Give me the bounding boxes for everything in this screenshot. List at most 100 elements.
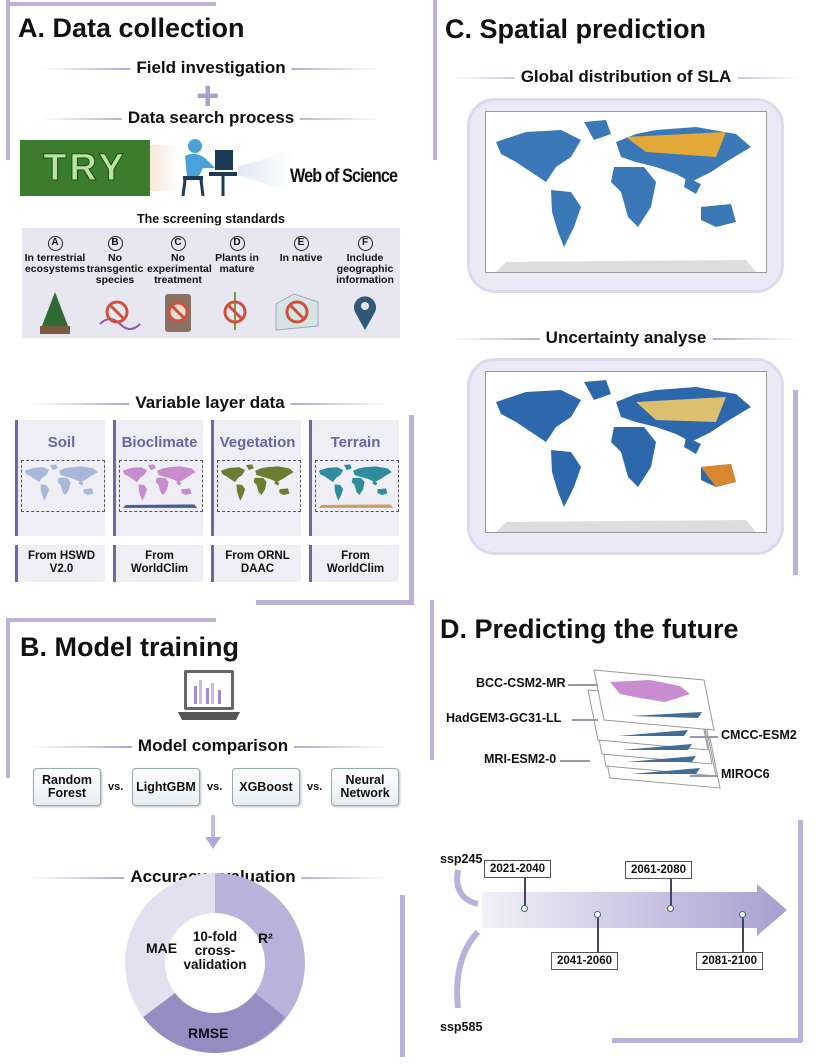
no-seedling-icon — [223, 292, 247, 330]
vs-label: vs. — [307, 781, 323, 793]
mae-label: MAE — [146, 940, 178, 956]
panel-b-bracket — [400, 895, 405, 1057]
vs-label: vs. — [108, 781, 124, 793]
gcm-label-bcc-csm2-mr: BCC-CSM2-MR — [476, 676, 566, 690]
panel-d-title: D. Predicting the future — [440, 614, 739, 644]
variable-bioclimate: Bioclimate — [113, 420, 203, 536]
timeline-arrow — [482, 884, 787, 936]
panel-d-border — [430, 600, 434, 760]
no-fertilizer-bag-icon — [165, 294, 191, 332]
panel-b-border — [6, 618, 10, 778]
panel-d-bracket — [798, 820, 803, 1042]
variable-name: Bioclimate — [121, 434, 198, 451]
timeline-tick — [742, 918, 744, 954]
gcm-layer-stack — [587, 669, 721, 789]
panel-b-title: B. Model training — [20, 632, 239, 662]
panel-b-border-top — [6, 618, 216, 622]
cv-donut — [125, 873, 305, 1053]
gcm-label-miroc6: MIROC6 — [721, 767, 770, 781]
web-of-science-logo: Web of Science — [290, 166, 398, 187]
panel-a-bracket — [256, 600, 414, 605]
timeline-marker — [739, 911, 746, 918]
donut-segment-rmse-right — [215, 993, 285, 1053]
period-2061-2080: 2061-2080 — [625, 861, 692, 879]
vs-label: vs. — [207, 781, 223, 793]
standard-text: Plants in mature — [215, 252, 259, 275]
timeline-tick — [670, 879, 672, 907]
period-2041-2060: 2041-2060 — [551, 952, 618, 970]
screening-standards-title: The screening standards — [137, 212, 285, 226]
standard-text: In terrestrial ecosystems — [24, 252, 86, 275]
sla-distribution-map — [485, 111, 767, 273]
variable-terrain: Terrain — [309, 420, 399, 536]
global-sla-title: Global distribution of SLA — [514, 67, 738, 87]
beam — [238, 150, 293, 192]
timeline-tick — [597, 918, 599, 954]
tree-icon — [40, 292, 70, 334]
panel-a-border-top — [6, 2, 216, 6]
beam — [150, 145, 180, 191]
leader-line — [690, 775, 718, 777]
variable-name: Vegetation — [219, 434, 296, 451]
panel-c-bracket — [793, 390, 798, 575]
try-logo: TRY — [20, 140, 150, 196]
letter-badge: D — [229, 236, 245, 251]
donut-segment-r2 — [215, 873, 305, 963]
variable-name: Terrain — [330, 434, 381, 451]
rmse-label: RMSE — [188, 1025, 229, 1041]
leader-line — [690, 736, 718, 738]
terrain-map — [316, 461, 396, 509]
timeline-marker — [521, 905, 528, 912]
uncertainty-map-frame — [467, 358, 784, 555]
try-logo-text: TRY — [43, 146, 127, 189]
variable-layer-title: Variable layer data — [129, 393, 291, 413]
soil-map — [22, 461, 102, 509]
panel-c-border — [433, 0, 437, 160]
vegetation-map — [218, 461, 298, 509]
gcm-label-mri-esm2-0: MRI-ESM2-0 — [484, 752, 557, 766]
sla-map-frame — [467, 98, 784, 293]
gcm-label-hadgem3: HadGEM3-GC31-LL — [446, 711, 562, 725]
panel-a-title: A. Data collection — [18, 13, 245, 43]
standard-text: Include geographic information — [336, 252, 394, 286]
bioclimate-map — [120, 461, 200, 509]
location-pin-icon — [354, 296, 376, 330]
timeline-marker — [667, 905, 674, 912]
researcher-at-computer-icon — [181, 139, 237, 197]
model-comparison-title: Model comparison — [131, 736, 295, 756]
model-random-forest: Random Forest — [33, 768, 101, 806]
source-vegetation: From ORNL DAAC — [211, 545, 301, 582]
period-2021-2040: 2021-2040 — [484, 860, 551, 878]
source-soil: From HSWD V2.0 — [15, 545, 105, 582]
panel-d-bracket — [612, 1038, 802, 1043]
leader-line — [572, 719, 598, 721]
letter-badge: E — [293, 236, 309, 251]
down-arrow-icon — [205, 815, 221, 849]
leader-line — [568, 684, 598, 686]
uncertainty-map — [485, 371, 767, 533]
panel-a-bracket — [409, 415, 414, 605]
laptop-chart-icon — [178, 670, 240, 720]
leader-line — [560, 760, 590, 762]
model-neural-network: Neural Network — [331, 768, 399, 806]
period-2081-2100: 2081-2100 — [696, 952, 763, 970]
letter-badge: C — [170, 236, 186, 251]
r2-label: R² — [258, 930, 273, 946]
gcm-label-cmcc-esm2: CMCC-ESM2 — [721, 728, 797, 742]
standard-text: No experimental treatment — [147, 252, 212, 286]
letter-badge: F — [357, 236, 373, 251]
variable-name: Soil — [47, 434, 76, 451]
no-greenhouse-icon — [275, 293, 319, 331]
cv-center-label: 10-fold cross-validation — [183, 929, 247, 972]
data-search-label: Data search process — [121, 108, 301, 128]
panel-c-title: C. Spatial prediction — [445, 14, 707, 44]
standard-text: No transgentic species — [86, 252, 144, 286]
no-dna-icon — [99, 300, 141, 330]
scenario-ssp245: ssp245 — [440, 852, 483, 866]
